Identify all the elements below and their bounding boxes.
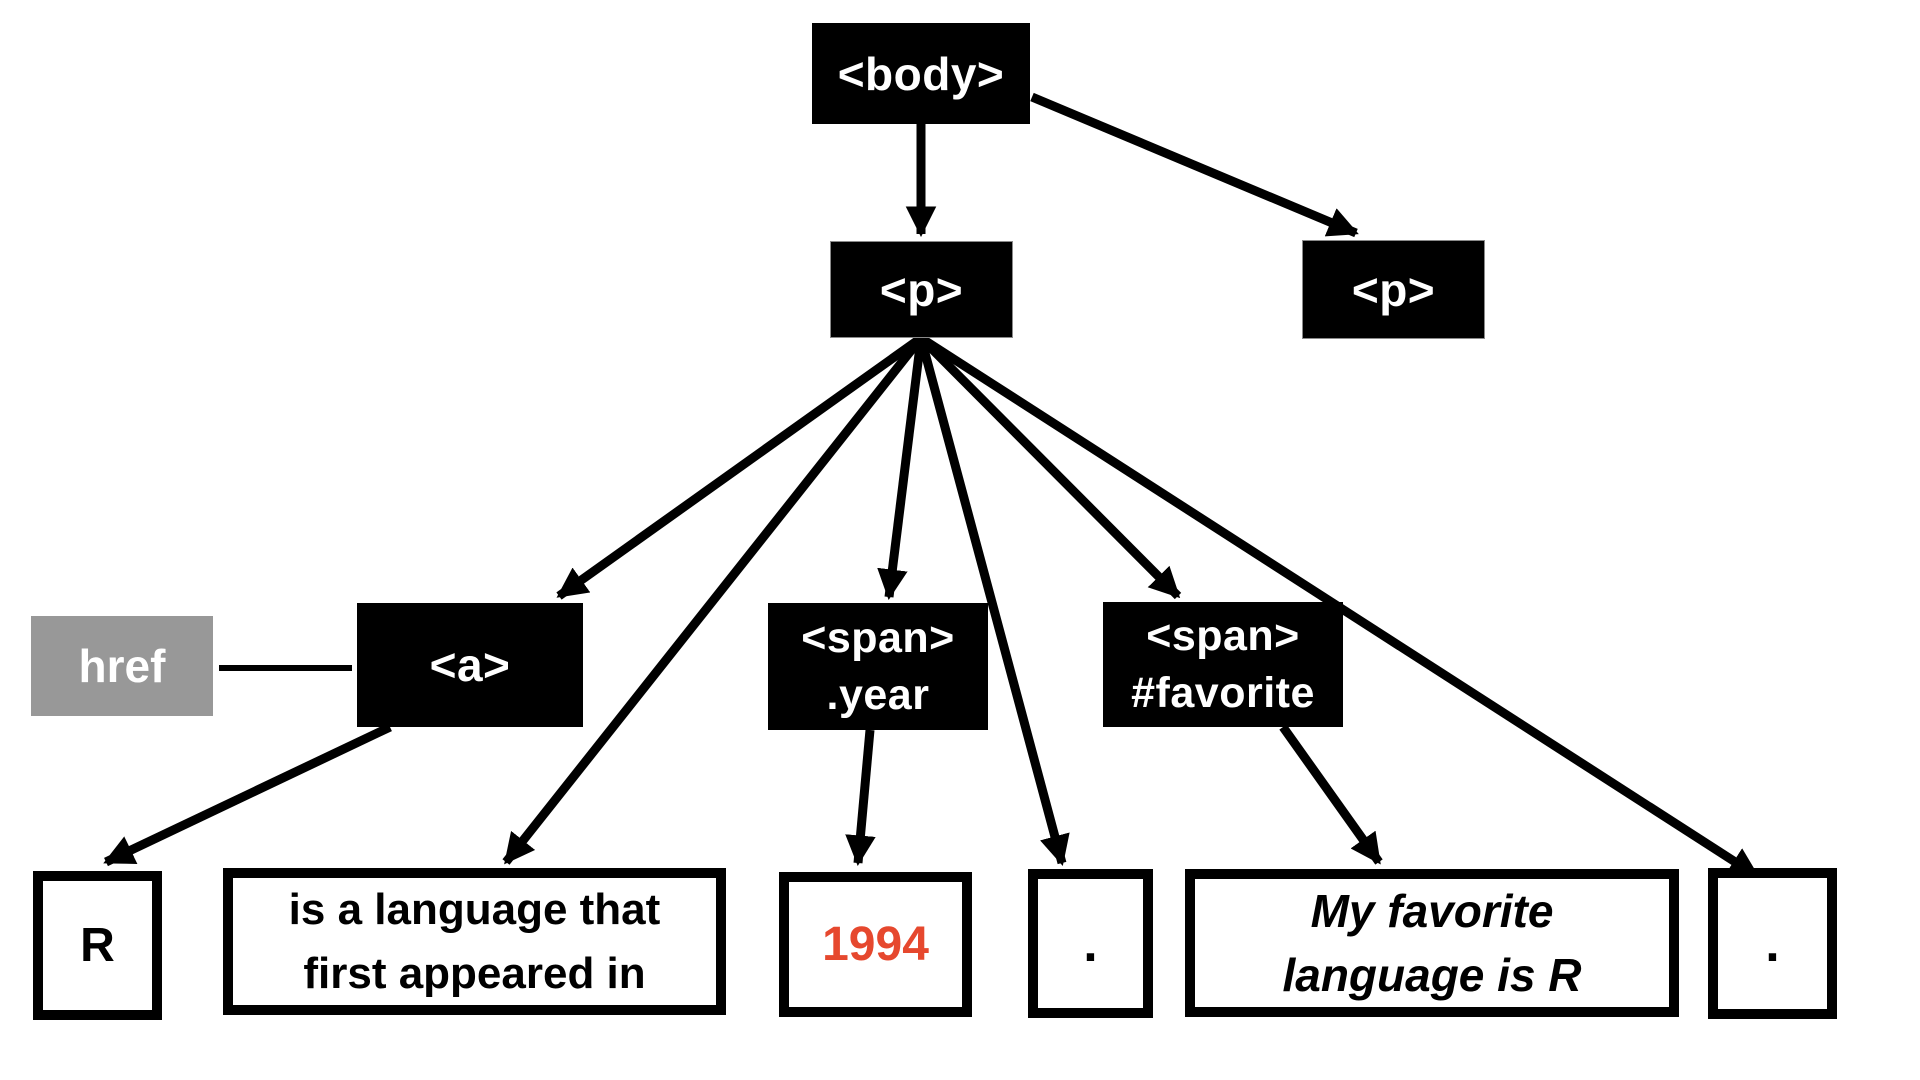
node-span-favorite-line1: <span> [1146,611,1300,660]
leaf-text-period-1-label: . [1083,914,1098,973]
edge-p-to-leaf-dot1 [916,336,1070,866]
leaf-text-r: R [33,871,162,1020]
node-p-left-label: <p> [879,263,964,316]
edge-p-to-span-year [877,337,926,601]
edge-span-year-to-1994 [845,729,876,867]
leaf-text-period-2-label: . [1765,914,1780,973]
leaf-text-period-1: . [1028,869,1153,1018]
edge-p-to-a [556,334,924,600]
leaf-text-my-favorite-line2: language is R [1282,949,1582,1001]
leaf-text-my-favorite: My favorite language is R [1185,869,1679,1017]
node-body: <body> [812,23,1030,124]
node-span-year-line2: .year [826,670,930,719]
edge-p-to-leaf-lang [502,335,925,865]
edge-p-to-span-favorite [917,334,1182,600]
node-p-right-label: <p> [1351,263,1436,316]
leaf-text-language-line1: is a language that [288,884,661,934]
leaf-text-language: is a language that first appeared in [223,868,726,1015]
node-span-favorite: <span> #favorite [1103,602,1343,727]
leaf-text-1994-label: 1994 [822,918,929,971]
node-a: <a> [357,603,583,727]
node-span-year: <span> .year [768,603,988,730]
edge-span-favorite-to-leaf-fav [1279,724,1383,865]
node-href-label: href [78,640,166,692]
leaf-text-my-favorite-line1: My favorite [1310,885,1554,937]
node-span-year-line1: <span> [801,613,955,662]
leaf-text-r-label: R [80,919,115,972]
leaf-text-language-line2: first appeared in [303,948,646,998]
edge-body-to-p-right [1030,92,1359,238]
node-span-favorite-line2: #favorite [1131,668,1315,717]
node-body-label: <body> [837,47,1005,100]
edge-a-to-leaf-r [103,722,392,867]
leaf-text-period-2: . [1708,868,1837,1019]
node-href-attribute: href [31,616,213,716]
leaf-text-1994: 1994 [779,872,972,1017]
node-p-left: <p> [830,241,1013,338]
node-a-label: <a> [429,639,511,691]
node-p-right: <p> [1302,240,1485,339]
